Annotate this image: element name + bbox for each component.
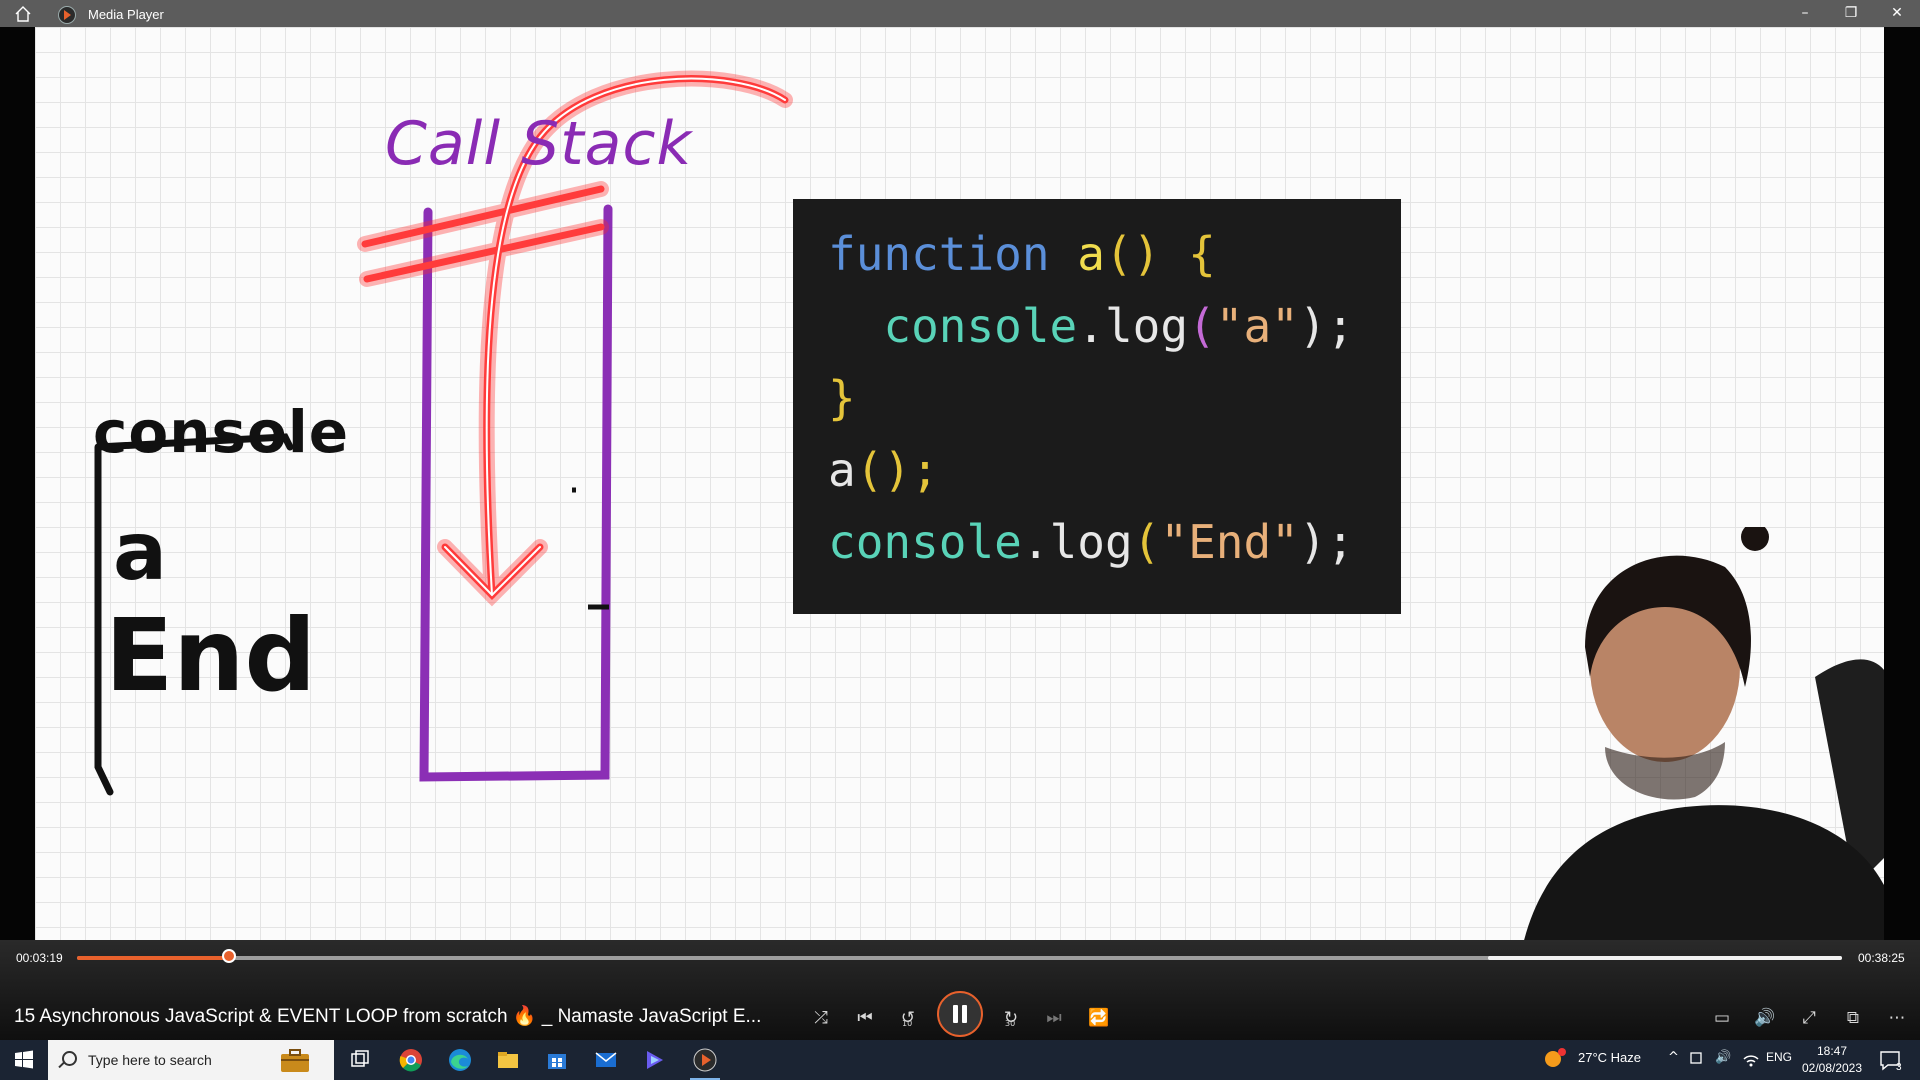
fullscreen-icon[interactable]: ⤢ [1802,1008,1816,1028]
miniplayer-icon[interactable]: ⧉ [1846,1008,1860,1028]
media-player-taskbar-icon[interactable] [691,1046,719,1074]
clock-date: 02/08/2023 [1801,1061,1863,1075]
home-icon[interactable] [14,5,32,23]
video-frame[interactable]: Call Stack console a End function a() { … [35,27,1884,940]
chrome-icon[interactable] [397,1046,425,1074]
file-explorer-icon[interactable] [494,1046,522,1074]
seek-bar[interactable] [77,956,1842,960]
media-player-app-icon [58,6,76,24]
pause-button[interactable] [937,991,983,1037]
forward-30-icon[interactable]: ↻30 [993,1000,1029,1036]
code-snippet: function a() { console.log("a"); } a(); … [793,199,1401,614]
rewind-10-icon[interactable]: ↺10 [890,1000,926,1036]
weather-text[interactable]: 27°C Haze [1578,1050,1642,1065]
notification-count: 3 [1896,1062,1902,1073]
active-app-indicator [690,1078,720,1080]
power-automate-icon[interactable] [641,1046,669,1074]
elapsed-time: 00:03:19 [16,951,63,965]
captions-icon[interactable]: ▭ [1713,1008,1731,1028]
windows-start-icon[interactable] [0,1040,48,1080]
console-output-end: End [105,597,317,714]
weather-sun-icon[interactable] [1540,1045,1568,1073]
seek-bar-hover-segment [1488,956,1842,960]
network-icon[interactable] [1742,1050,1760,1068]
shuffle-icon[interactable]: ⤮ [814,1008,828,1028]
forward-seconds: 30 [1005,1019,1016,1028]
previous-icon[interactable]: ⏮ [857,1008,873,1028]
code-line: a(); [828,443,939,497]
code-line: } [828,371,856,425]
minimize-button[interactable]: – [1801,5,1809,21]
store-icon[interactable] [543,1046,571,1074]
edge-icon[interactable] [446,1046,474,1074]
restore-button[interactable]: ❐ [1844,5,1858,21]
close-button[interactable]: ✕ [1891,5,1903,21]
taskbar-clock[interactable]: 18:47 02/08/2023 [1796,1043,1868,1077]
task-view-icon[interactable] [346,1046,374,1074]
letterbox-right [1884,27,1920,940]
title-bar: Media Player – ❐ ✕ [0,0,1920,27]
rewind-glyph: ↺ [900,1008,916,1028]
search-placeholder: Type here to search [88,1052,212,1068]
total-duration: 00:38:25 [1858,951,1905,965]
more-icon[interactable]: ⋯ [1888,1008,1906,1028]
notifications-icon[interactable] [1878,1048,1902,1072]
language-indicator[interactable]: ENG [1766,1050,1793,1064]
clock-time: 18:47 [1816,1044,1848,1058]
show-hidden-icons-icon[interactable]: ^ [1668,1050,1679,1065]
video-title: 15 Asynchronous JavaScript & EVENT LOOP … [14,1006,762,1027]
mail-icon[interactable] [592,1046,620,1074]
code-line: console.log("a"); [883,299,1355,353]
console-label: console [93,398,350,466]
volume-icon[interactable]: 🔊 [1754,1008,1776,1028]
letterbox-left [0,27,35,940]
search-icon [62,1051,77,1066]
seek-thumb[interactable] [222,949,237,963]
briefcase-icon[interactable] [278,1046,312,1074]
call-stack-label: Call Stack [385,109,693,179]
code-line: function a() { [828,227,1216,281]
forward-glyph: ↻ [1003,1008,1019,1028]
code-line: console.log("End"); [828,515,1355,569]
next-icon[interactable]: ⏭ [1046,1008,1062,1028]
rewind-seconds: 10 [902,1019,913,1028]
repeat-off-icon[interactable]: 🔁 [1088,1008,1110,1028]
window-title: Media Player [88,7,164,22]
seek-progress [77,956,230,960]
taskbar-search-box[interactable]: Type here to search [48,1040,334,1080]
speaker-icon[interactable]: 🔊 [1715,1050,1732,1065]
meet-now-icon[interactable] [1688,1050,1704,1066]
whiteboard-drawing [94,70,793,796]
presenter-video [1524,527,1884,940]
console-output-a: a [113,505,167,598]
